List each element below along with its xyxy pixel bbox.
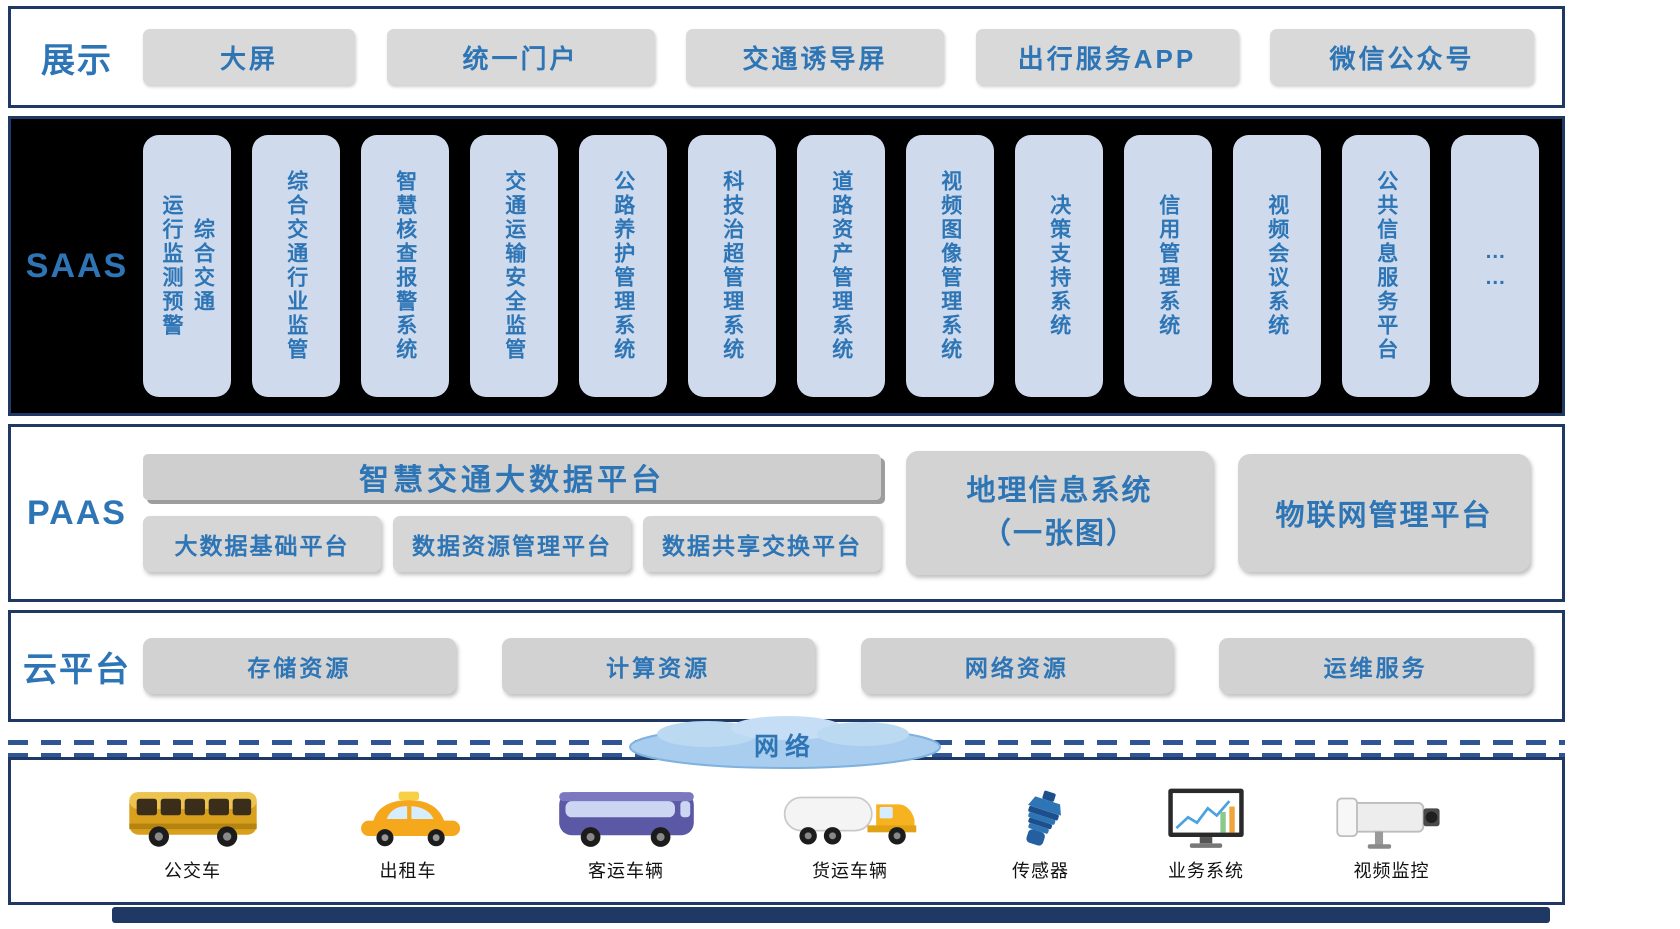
paas-bigdata-base-platform: 大数据基础平台	[143, 516, 381, 572]
display-layer-label: 展示	[41, 41, 113, 80]
device-label-taxi: 出租车	[379, 861, 437, 881]
cctv-camera-icon	[1333, 779, 1451, 855]
network-label: 网络	[753, 733, 816, 761]
paas-sub-platforms-row: 大数据基础平台 数据资源管理平台 数据共享交换平台	[143, 516, 881, 572]
device-sensor: 传感器	[1002, 779, 1080, 883]
taxi-icon	[344, 779, 472, 855]
paas-bigdata-platform: 智慧交通大数据平台	[143, 454, 881, 500]
cloud-shape-icon	[629, 716, 941, 769]
paas-data-exchange-platform: 数据共享交换平台	[643, 516, 881, 572]
saas-card-road-assets: 道路资产管理系统	[797, 135, 885, 397]
paas-iot-platform: 物联网管理平台	[1238, 454, 1530, 572]
cloud-compute-resource: 计算资源	[501, 638, 815, 694]
paas-content: 智慧交通大数据平台 大数据基础平台 数据资源管理平台 数据共享交换平台 地理信息…	[143, 451, 1536, 575]
device-business-system: 业务系统	[1161, 779, 1251, 883]
display-items-row: 大屏 统一门户 交通诱导屏 出行服务APP 微信公众号	[143, 29, 1534, 85]
device-label-business-system: 业务系统	[1168, 861, 1244, 881]
bottom-base-bar	[112, 907, 1550, 923]
saas-card-video-conference: 视频会议系统	[1233, 135, 1321, 397]
saas-card-road-maintenance: 公路养护管理系统	[579, 135, 667, 397]
device-label-bus: 公交车	[164, 861, 221, 881]
saas-card-public-info-service: 公共信息服务平台	[1342, 135, 1430, 397]
saas-layer-label: SAAS	[25, 246, 129, 285]
device-truck: 货运车辆	[780, 779, 920, 883]
paas-bigdata-group: 智慧交通大数据平台 大数据基础平台 数据资源管理平台 数据共享交换平台	[143, 454, 881, 572]
saas-card-transport-safety-supervision: 交通运输安全监管	[470, 135, 558, 397]
cloud-ops-service: 运维服务	[1219, 638, 1532, 694]
display-item-travel-service-app: 出行服务APP	[975, 29, 1239, 85]
saas-card-smart-check-alarm: 智慧核查报警系统	[361, 135, 449, 397]
saas-card-traffic-monitoring-warning: 综合交通 运行监测预警	[143, 135, 231, 397]
cloud-platform-layer: 云平台 存储资源 计算资源 网络资源 运维服务	[8, 610, 1565, 722]
saas-card-overload-control: 科技治超管理系统	[688, 135, 776, 397]
business-system-icon	[1161, 779, 1251, 855]
device-label-cctv: 视频监控	[1353, 861, 1430, 881]
display-item-unified-portal: 统一门户	[386, 29, 655, 85]
saas-card-industry-supervision: 综合交通行业监管	[252, 135, 340, 397]
device-label-coach: 客运车辆	[588, 861, 664, 881]
paas-data-resource-platform: 数据资源管理平台	[393, 516, 631, 572]
cloud-storage-resource: 存储资源	[143, 638, 456, 694]
device-label-sensor: 传感器	[1012, 861, 1069, 881]
display-layer: 展示 大屏 统一门户 交通诱导屏 出行服务APP 微信公众号	[8, 6, 1565, 108]
cloud-platform-label: 云平台	[23, 650, 131, 689]
saas-cards-row: 综合交通 运行监测预警 综合交通行业监管 智慧核查报警系统 交通运输安全监管 公…	[143, 135, 1542, 397]
device-taxi: 出租车	[344, 779, 472, 883]
paas-layer-label: PAAS	[27, 493, 127, 532]
saas-layer: SAAS 综合交通 运行监测预警 综合交通行业监管 智慧核查报警系统 交通运输安…	[8, 116, 1565, 416]
display-item-wechat-official-account: 微信公众号	[1270, 29, 1534, 85]
bus-icon	[123, 779, 263, 855]
paas-gis-platform: 地理信息系统 （一张图）	[906, 451, 1213, 575]
display-item-big-screen: 大屏	[143, 29, 355, 85]
cloud-resources-row: 存储资源 计算资源 网络资源 运维服务	[143, 638, 1532, 694]
coach-bus-icon	[554, 779, 699, 855]
saas-card-video-image-management: 视频图像管理系统	[906, 135, 994, 397]
device-coach: 客运车辆	[554, 779, 699, 883]
device-label-truck: 货运车辆	[812, 861, 888, 881]
devices-layer: 公交车 出租车	[8, 757, 1565, 905]
freight-truck-icon	[780, 779, 920, 855]
cloud-network-resource: 网络资源	[860, 638, 1174, 694]
paas-layer: PAAS 智慧交通大数据平台 大数据基础平台 数据资源管理平台 数据共享交换平台…	[8, 424, 1565, 602]
saas-card-ellipsis: ……	[1451, 135, 1539, 397]
device-cctv: 视频监控	[1333, 779, 1451, 883]
saas-card-decision-support: 决策支持系统	[1015, 135, 1103, 397]
device-bus: 公交车	[123, 779, 263, 883]
sensor-icon	[1002, 779, 1080, 855]
network-cloud: 网络	[625, 714, 945, 772]
saas-card-credit-management: 信用管理系统	[1124, 135, 1212, 397]
display-item-traffic-guidance-screen: 交通诱导屏	[686, 29, 944, 85]
